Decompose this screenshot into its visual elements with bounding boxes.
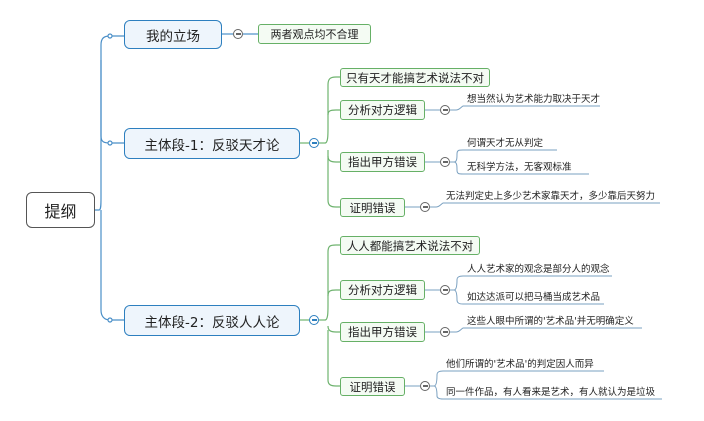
topic-paragraph-1-label: 主体段-1：反驳天才论 [144,137,280,154]
p2-prove-error[interactable]: 证明错误 [340,377,405,396]
p2-prove-error-label: 证明错误 [349,379,396,394]
p1-analyze-logic-label: 分析对方逻辑 [348,103,417,117]
position-note-label: 两者观点均不合理 [270,28,359,41]
p1-prove-leaf: 无法判定史上多少艺术家靠天才，多少靠后天努力 [446,191,656,202]
collapse-toggle-p1-error[interactable] [440,157,450,167]
topic-paragraph-2[interactable]: 主体段-2：反驳人人论 [124,305,300,336]
p2-point-error-label: 指出甲方错误 [348,325,417,339]
p1-analyze-leaf: 想当然认为艺术能力取决于天才 [467,94,601,105]
p1-claim[interactable]: 只有天才能搞艺术说法不对 [340,68,490,87]
p2-error-leaf: 这些人眼中所谓的'艺术品'并无明确定义 [467,316,634,327]
p2-prove-leaf-2: 同一件作品，有人看来是艺术，有人就认为是垃圾 [446,387,656,398]
collapse-toggle-p2-prove[interactable] [420,381,430,391]
p1-analyze-logic[interactable]: 分析对方逻辑 [340,100,425,120]
p1-prove-error-label: 证明错误 [349,200,396,215]
p2-analyze-logic[interactable]: 分析对方逻辑 [340,280,425,300]
p1-error-leaf-1: 何谓天才无从判定 [467,138,544,149]
p2-prove-leaf-1: 他们所谓的'艺术品'的判定因人而异 [446,359,594,370]
p1-prove-error[interactable]: 证明错误 [340,198,405,217]
collapse-toggle-p1-prove[interactable] [420,202,430,212]
collapse-toggle-p2-analyze[interactable] [440,285,450,295]
collapse-toggle-paragraph-2[interactable] [309,315,319,325]
p2-claim[interactable]: 人人都能搞艺术说法不对 [340,236,480,255]
p1-point-error-label: 指出甲方错误 [348,155,417,169]
p2-point-error[interactable]: 指出甲方错误 [340,322,425,342]
topic-position-label: 我的立场 [146,28,200,45]
p1-point-error[interactable]: 指出甲方错误 [340,152,425,172]
p1-error-leaf-2: 无科学方法，无客观标准 [467,162,572,173]
p2-analyze-leaf-1: 人人艺术家的观念是部分人的观念 [467,264,610,275]
root-node[interactable]: 提纲 [26,192,95,228]
p2-analyze-leaf-2: 如达达派可以把马桶当成艺术品 [467,292,601,303]
collapse-toggle-p1-analyze[interactable] [440,105,450,115]
topic-position[interactable]: 我的立场 [124,20,222,49]
position-note[interactable]: 两者观点均不合理 [258,24,371,44]
p2-analyze-logic-label: 分析对方逻辑 [348,283,417,297]
topic-paragraph-2-label: 主体段-2：反驳人人论 [144,314,280,331]
collapse-toggle-p2-error[interactable] [440,327,450,337]
topic-paragraph-1[interactable]: 主体段-1：反驳天才论 [124,128,300,159]
p1-claim-label: 只有天才能搞艺术说法不对 [346,70,484,85]
collapse-toggle-position[interactable] [233,29,243,39]
root-label: 提纲 [44,202,77,221]
p2-claim-label: 人人都能搞艺术说法不对 [346,238,474,253]
collapse-toggle-paragraph-1[interactable] [309,138,319,148]
